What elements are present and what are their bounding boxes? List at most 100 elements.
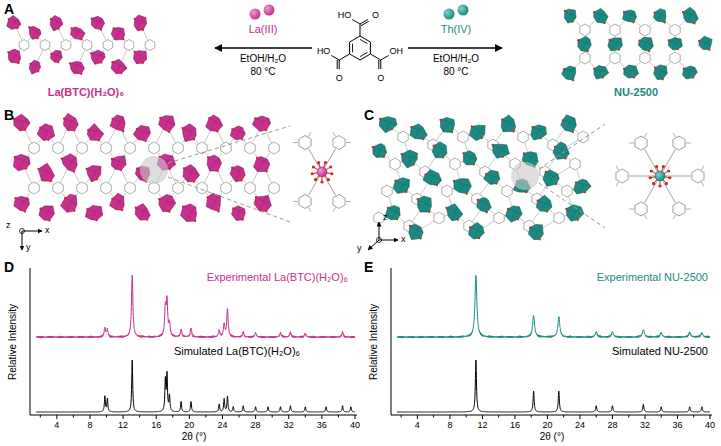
oxygen-atom [145,140,147,142]
oxygen-atom [122,38,124,40]
axis-tick [449,415,450,419]
polyhedron-edge [143,127,148,131]
oxygen-atom [96,219,98,221]
oxygen-atom [329,165,332,168]
polyhedron-edge [160,118,167,121]
ring-ground [28,142,40,154]
polyhedron-edge [15,157,24,161]
benzene-ring [673,136,685,150]
polyhedron-edge [463,179,468,184]
axis-letter: x [45,226,50,235]
polyhedron-edge [571,14,576,17]
polyhedron-edge [566,209,575,211]
oxygen-atom [218,210,220,212]
polyhedron [565,9,577,23]
bond-line [370,54,380,60]
benzene-ring [570,158,580,170]
polyhedron-edge [239,171,245,175]
ring-ground [268,142,280,154]
axis-tick [139,415,140,418]
oxygen-atom [623,68,625,70]
polyhedron-edge [631,66,636,70]
linker-bond [645,133,648,137]
polyhedron-edge [141,56,146,60]
polyhedron-edge [215,161,221,163]
benzene-ring [333,136,345,150]
axis-tick [321,415,322,419]
axis-tick [40,415,41,418]
polyhedron [91,50,105,64]
axis-letter: z [6,221,11,230]
polyhedron-edge [143,211,150,215]
polyhedron [543,170,559,186]
linker-bond [309,132,312,136]
oxygen-atom [87,129,89,131]
polyhedron [50,16,63,31]
polyhedron-edge [8,52,15,55]
ring-ground [501,185,513,197]
polyhedron-edge [215,158,219,161]
ring-ground [100,182,112,194]
tick-label: 40 [350,421,360,430]
metal-sphere [250,9,261,20]
polyhedron-edge [239,168,243,171]
ring-ground [389,158,401,170]
polyhedron-edge [624,12,631,15]
polyhedron-edge [515,211,522,214]
double-bond [360,52,367,56]
oxygen-atom [608,39,610,41]
polyhedron-edge [561,144,565,149]
polyhedron-edge [703,42,706,49]
polyhedron-edge [686,70,691,79]
atom-label: HO [317,47,331,56]
tick-label: 24 [217,421,227,430]
oxygen-atom [80,38,82,40]
polyhedron-edge [239,128,242,132]
atom-label: O [377,74,384,83]
experimental-pattern [397,275,710,338]
oxygen-atom [593,11,595,13]
polyhedron [85,205,102,220]
tick-label: 20 [184,421,194,430]
benzene-ring [502,185,512,197]
polyhedron-edge [389,119,395,122]
polyhedron [181,204,197,222]
polyhedron-edge [71,118,75,121]
polyhedron-edge [211,201,215,209]
linker-bond [702,182,705,186]
oxygen-atom [416,198,418,200]
bond-line [360,20,368,25]
oxygen-atom [111,61,113,63]
oxygen-atom [545,171,547,173]
polyhedron-edge [565,122,569,130]
polyhedron-edge [15,198,23,201]
oxygen-atom [80,73,82,75]
benzene-ring [610,24,620,36]
oxygen-atom [529,227,531,229]
linker-bond [346,142,351,143]
polyhedron [553,142,569,159]
benzene-ring [221,182,231,194]
oxygen-atom [451,131,453,133]
polyhedron-edge [534,130,540,140]
polyhedron-edge [71,161,77,165]
polyhedron-edge [553,176,559,178]
linker-bond [673,215,676,219]
oxygen-atom [121,209,123,211]
axis-tick [612,415,613,419]
polyhedron-edge [99,53,104,56]
polyhedron-edge [397,184,403,193]
polyhedron-edge [503,122,509,132]
ring-ground [457,131,469,143]
oxygen-atom [57,61,59,63]
polyhedron-edge [449,122,454,125]
polyhedron-edge [403,184,409,186]
benzene-ring [77,142,87,154]
polyhedron-edge [452,211,455,221]
polyhedron-edge [472,126,480,130]
oxygen-atom [50,53,52,55]
oxygen-atom [111,158,113,160]
polyhedron-edge [239,209,244,211]
experimental-pattern [36,275,355,338]
ring-ground [76,142,88,154]
